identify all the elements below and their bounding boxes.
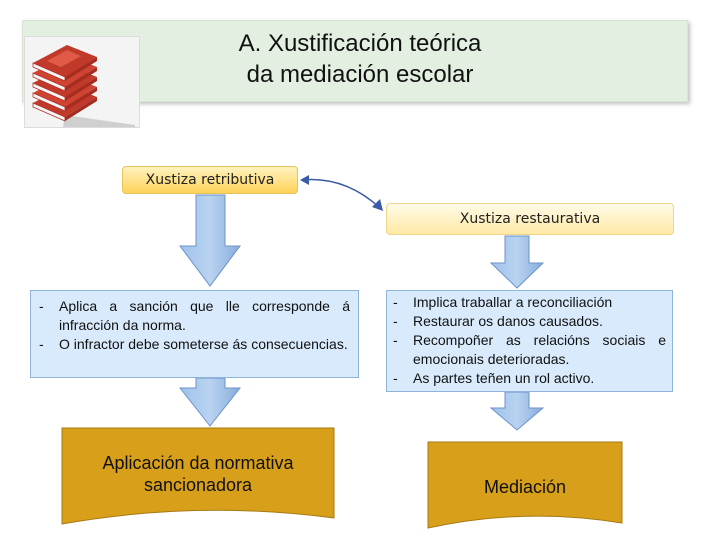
list-item: - Restaurar os danos causados.: [393, 312, 666, 331]
retributiva-characteristics-box: - Aplica a sanción que lle corresponde á…: [30, 290, 359, 378]
down-arrow-left-outcome: [178, 377, 242, 427]
restaurativa-characteristics-box: - Implica traballar a reconciliación - R…: [386, 290, 673, 392]
list-item: - Implica traballar a reconciliación: [393, 293, 666, 312]
list-item: - Aplica a sanción que lle corresponde á…: [39, 298, 350, 333]
outcome-shape-left: [61, 427, 335, 525]
list-item-text: Recompoñer as relacións sociais e emocio…: [413, 332, 666, 367]
list-item-text: O infractor debe someterse ás consecuenc…: [59, 336, 348, 352]
list-item: - As partes teñen un rol activo.: [393, 369, 666, 388]
list-item: - Recompoñer as relacións sociais e emoc…: [393, 332, 666, 367]
arrowhead-left: [300, 175, 309, 185]
list-item-text: Aplica a sanción que lle corresponde á i…: [59, 298, 350, 333]
page-title: A. Xustificación teórica da mediación es…: [140, 28, 580, 90]
down-arrow-retributiva: [179, 194, 241, 287]
down-arrow-restaurativa: [489, 235, 545, 289]
node-xustiza-restaurativa: Xustiza restaurativa: [386, 203, 674, 235]
arrowhead-right: [372, 199, 383, 211]
list-item-text: As partes teñen un rol activo.: [413, 370, 595, 386]
outcome-label-left: Aplicación da normativa sancionadora: [102, 453, 294, 495]
books-stack-icon: [32, 45, 135, 127]
list-item: - O infractor debe someterse ás consecue…: [39, 335, 350, 354]
curved-double-arrow: [301, 178, 381, 209]
list-item-text: Implica traballar a reconciliación: [413, 294, 613, 310]
title-line-1: A. Xustificación teórica: [238, 30, 482, 57]
books-logo: [24, 36, 140, 128]
down-arrow-right-outcome: [489, 391, 545, 431]
node-xustiza-retributiva: Xustiza retributiva: [122, 166, 298, 194]
outcome-label-right: Mediación: [483, 476, 567, 497]
outcome-shape-right: [427, 441, 623, 529]
list-item-text: Restaurar os danos causados.: [413, 313, 603, 329]
title-line-2: da mediación escolar: [246, 61, 474, 88]
